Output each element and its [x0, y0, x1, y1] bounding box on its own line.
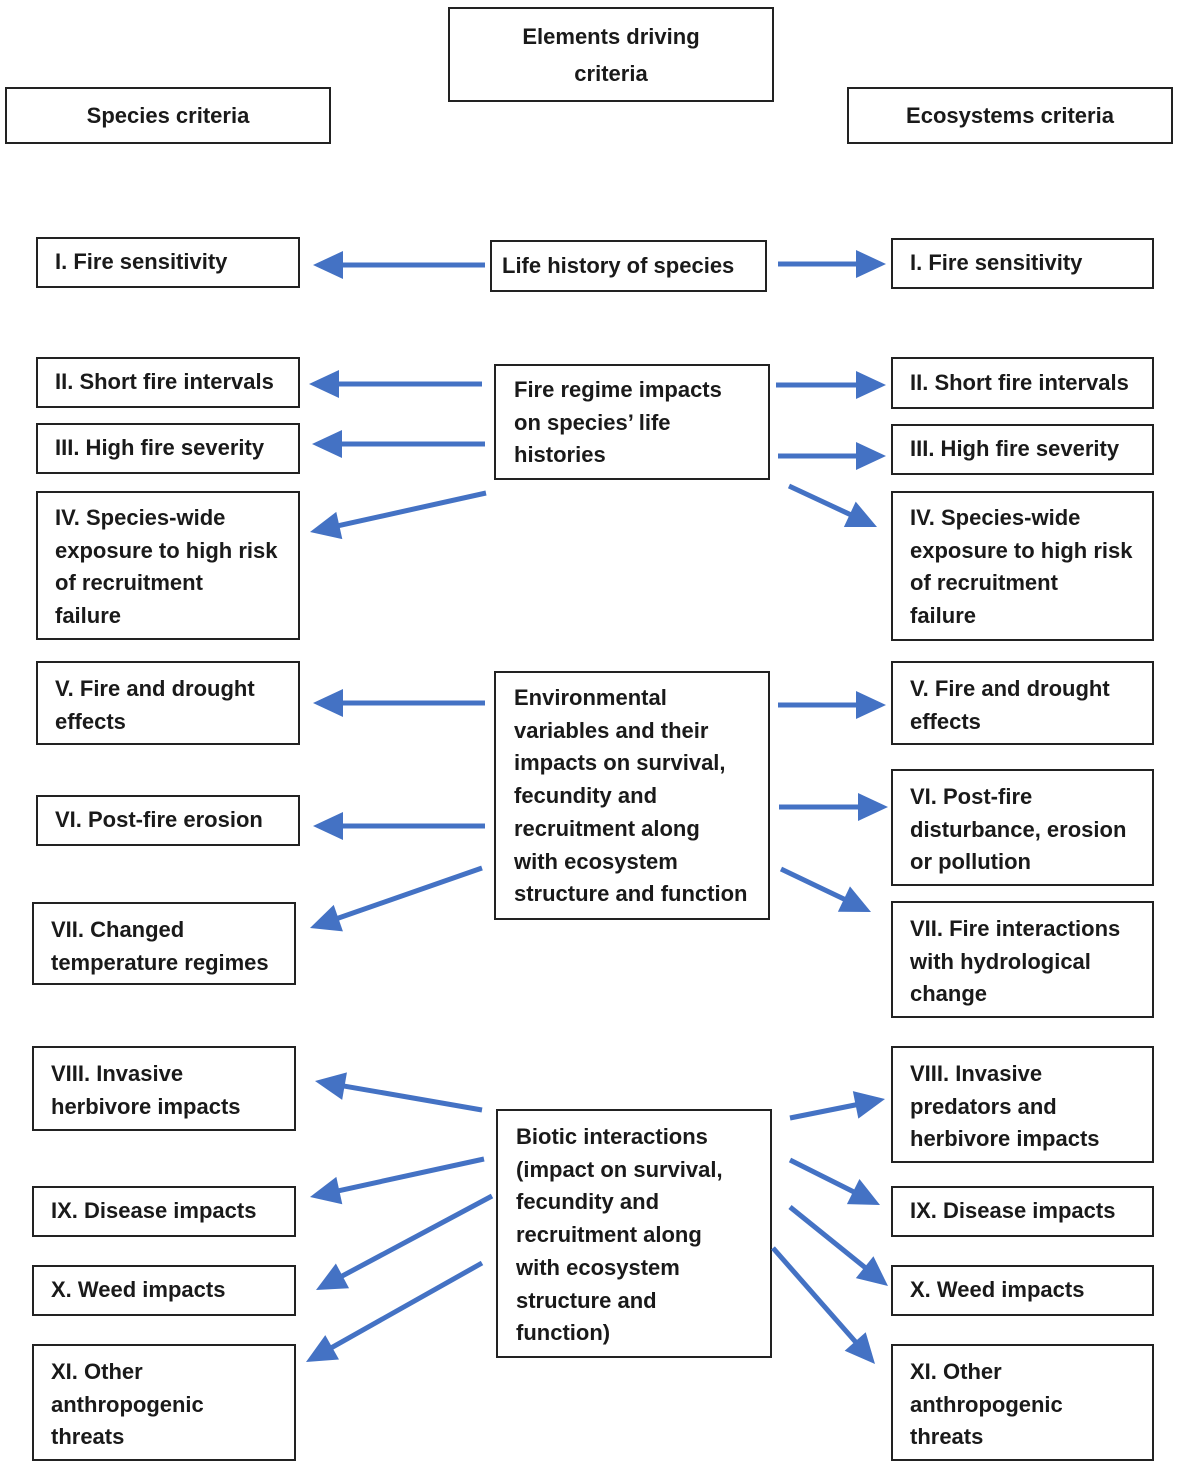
arrow-head — [310, 904, 343, 932]
arrow-life-history-to-ecosystem-1 — [778, 250, 886, 278]
header-elements-driving-criteria: Elements driving criteria — [448, 7, 774, 102]
ecosystem-criterion-4: IV. Species-wide exposure to high risk o… — [891, 491, 1154, 641]
arrow-shaft — [788, 1157, 857, 1195]
arrow-head — [313, 251, 343, 279]
ecosystem-criterion-6: VI. Post-fire disturbance, erosion or po… — [891, 769, 1154, 886]
ecosystem-criterion-10: X. Weed impacts — [891, 1265, 1154, 1316]
arrow-head — [306, 1335, 340, 1362]
arrow-biotic-to-species-8 — [315, 1072, 483, 1113]
arrow-shaft — [787, 483, 853, 518]
arrow-shaft — [336, 490, 487, 529]
species-criterion-7: VII. Changed temperature regimes — [32, 902, 296, 985]
arrow-head — [837, 886, 871, 912]
ecosystem-criterion-1: I. Fire sensitivity — [891, 238, 1154, 289]
arrow-head — [310, 1176, 343, 1205]
arrow-fire-regime-to-ecosystem-2 — [776, 371, 886, 399]
arrow-head — [856, 442, 886, 470]
arrow-biotic-to-ecosystem-8 — [789, 1091, 885, 1121]
arrow-biotic-to-ecosystem-9 — [788, 1157, 880, 1205]
arrow-environmental-to-ecosystem-6 — [779, 793, 888, 821]
ecosystem-criterion-11: XI. Other anthropogenic threats — [891, 1344, 1154, 1461]
arrow-head — [856, 371, 886, 399]
species-criterion-11: XI. Other anthropogenic threats — [32, 1344, 296, 1461]
species-criterion-10: X. Weed impacts — [32, 1265, 296, 1316]
arrow-biotic-to-ecosystem-10 — [788, 1205, 888, 1286]
arrow-fire-regime-to-species-4 — [310, 490, 487, 540]
arrow-head — [844, 1332, 875, 1364]
arrow-biotic-to-ecosystem-11 — [771, 1246, 875, 1364]
arrow-head — [846, 1179, 880, 1205]
arrow-environmental-to-ecosystem-7 — [779, 866, 871, 912]
arrow-biotic-to-species-10 — [316, 1193, 494, 1290]
arrow-head — [309, 370, 339, 398]
arrow-environmental-to-species-5 — [313, 689, 485, 717]
arrow-fire-regime-to-ecosystem-4 — [787, 483, 877, 528]
arrow-head — [313, 689, 343, 717]
arrow-head — [315, 1072, 347, 1100]
arrow-fire-regime-to-ecosystem-3 — [778, 442, 886, 470]
header-ecosystems-criteria: Ecosystems criteria — [847, 87, 1173, 144]
arrow-head — [856, 250, 886, 278]
arrow-head — [316, 1263, 350, 1290]
ecosystem-criterion-5: V. Fire and drought effects — [891, 661, 1154, 745]
arrow-fire-regime-to-species-3 — [312, 430, 485, 458]
species-criterion-6: VI. Post-fire erosion — [36, 795, 300, 846]
arrow-shaft — [342, 1083, 483, 1113]
arrow-environmental-to-species-6 — [313, 812, 485, 840]
species-criterion-1: I. Fire sensitivity — [36, 237, 300, 288]
arrow-shaft — [329, 1260, 484, 1351]
driver-fire-regime-impacts: Fire regime impacts on species’ life his… — [494, 364, 770, 480]
arrow-shaft — [788, 1205, 868, 1271]
arrow-head — [852, 1091, 885, 1119]
driver-environmental-variables: Environmental variables and their impact… — [494, 671, 770, 920]
arrow-environmental-to-species-7 — [310, 865, 483, 932]
driver-biotic-interactions: Biotic interactions (impact on survival,… — [496, 1109, 772, 1358]
arrow-environmental-to-ecosystem-5 — [778, 691, 886, 719]
species-criterion-5: V. Fire and drought effects — [36, 661, 300, 745]
arrow-life-history-to-species-1 — [313, 251, 485, 279]
arrow-shaft — [789, 1102, 859, 1121]
arrow-shaft — [339, 1193, 494, 1280]
species-criterion-8: VIII. Invasive herbivore impacts — [32, 1046, 296, 1131]
arrow-head — [312, 430, 342, 458]
arrow-shaft — [779, 866, 847, 903]
species-criterion-3: III. High fire severity — [36, 423, 300, 474]
arrow-head — [313, 812, 343, 840]
driver-life-history-of-species: Life history of species — [490, 240, 767, 292]
ecosystem-criterion-3: III. High fire severity — [891, 424, 1154, 475]
arrow-head — [310, 511, 343, 540]
ecosystem-criterion-2: II. Short fire intervals — [891, 357, 1154, 409]
arrow-head — [858, 793, 888, 821]
ecosystem-criterion-7: VII. Fire interactions with hydrological… — [891, 901, 1154, 1018]
species-criterion-4: IV. Species-wide exposure to high risk o… — [36, 491, 300, 640]
ecosystem-criterion-8: VIII. Invasive predators and herbivore i… — [891, 1046, 1154, 1163]
arrow-biotic-to-species-9 — [310, 1156, 485, 1205]
arrow-shaft — [771, 1246, 859, 1345]
arrow-shaft — [336, 1156, 485, 1194]
arrow-shaft — [335, 865, 483, 922]
ecosystem-criterion-9: IX. Disease impacts — [891, 1186, 1154, 1237]
arrow-head — [856, 691, 886, 719]
species-criterion-2: II. Short fire intervals — [36, 357, 300, 408]
arrow-biotic-to-species-11 — [306, 1260, 484, 1362]
species-criterion-9: IX. Disease impacts — [32, 1186, 296, 1237]
arrow-fire-regime-to-species-2 — [309, 370, 482, 398]
arrow-head — [855, 1256, 888, 1286]
header-species-criteria: Species criteria — [5, 87, 331, 144]
arrow-head — [843, 501, 877, 528]
